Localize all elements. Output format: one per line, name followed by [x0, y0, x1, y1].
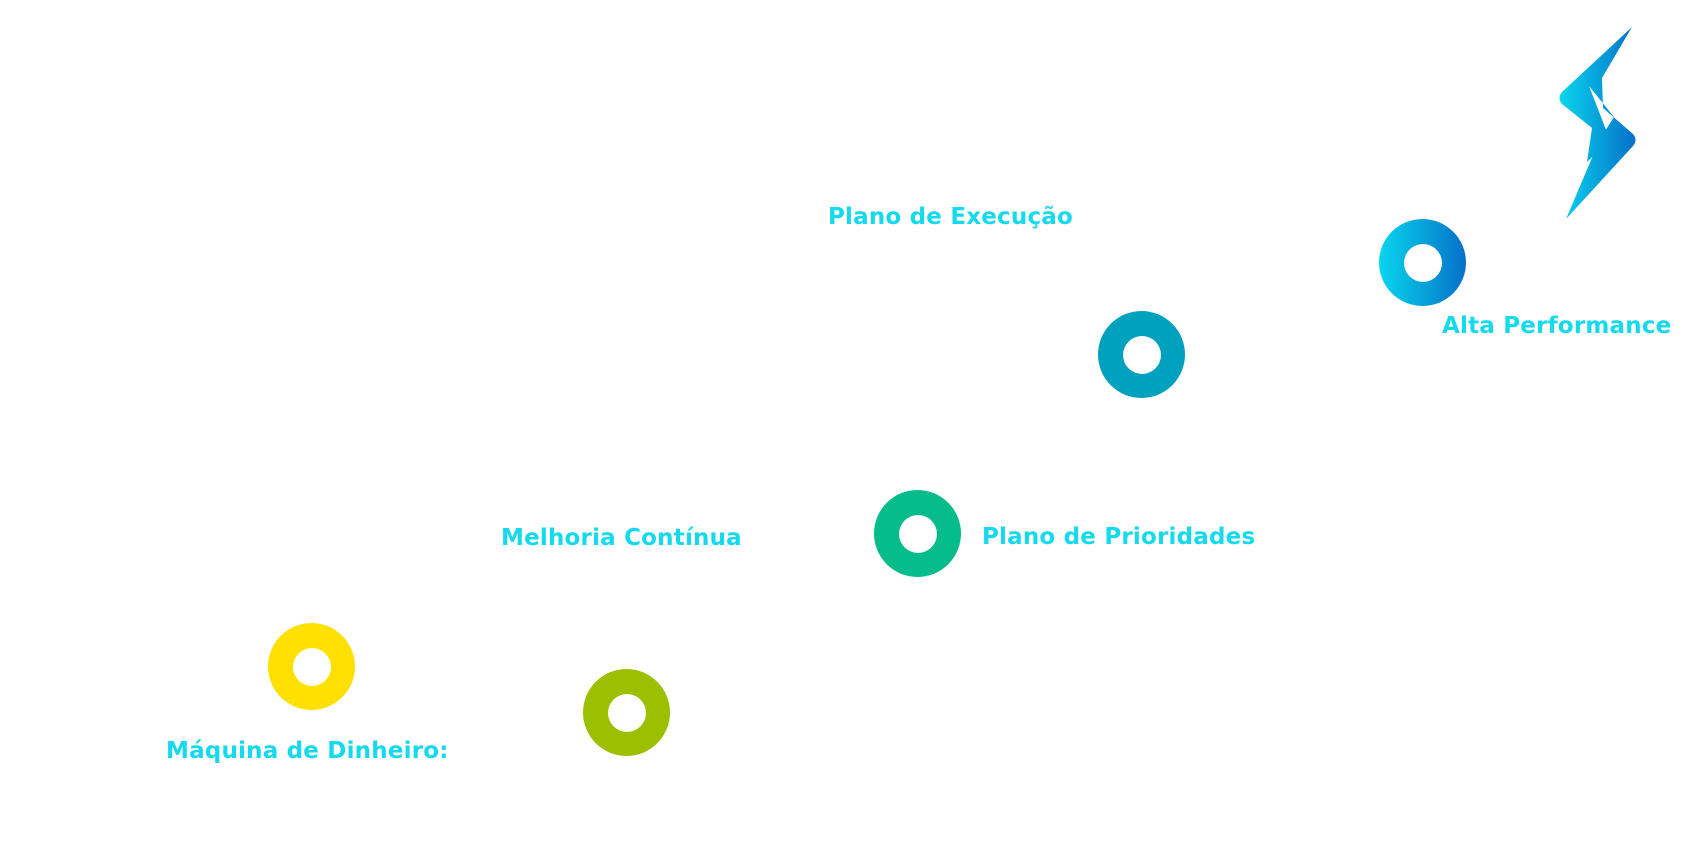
milestone-marker-alta-performance [1379, 219, 1466, 306]
milestone-label-melhoria-continua: Melhoria Contínua [501, 525, 742, 551]
milestone-label-alta-performance: Alta Performance [1442, 313, 1672, 339]
milestone-label-plano-de-execucao: Plano de Execução [828, 204, 1074, 230]
milestone-label-maquina-de-dinheiro: Máquina de Dinheiro: [166, 738, 449, 764]
milestone-marker-melhoria-continua [583, 669, 670, 756]
milestone-marker-maquina-de-dinheiro [268, 623, 355, 710]
lightning-bolt-logo-icon [1559, 27, 1636, 219]
milestone-marker-plano-de-execucao [1098, 311, 1185, 398]
milestone-label-plano-de-prioridades: Plano de Prioridades [982, 524, 1256, 550]
milestone-marker-plano-de-prioridades [874, 490, 961, 577]
